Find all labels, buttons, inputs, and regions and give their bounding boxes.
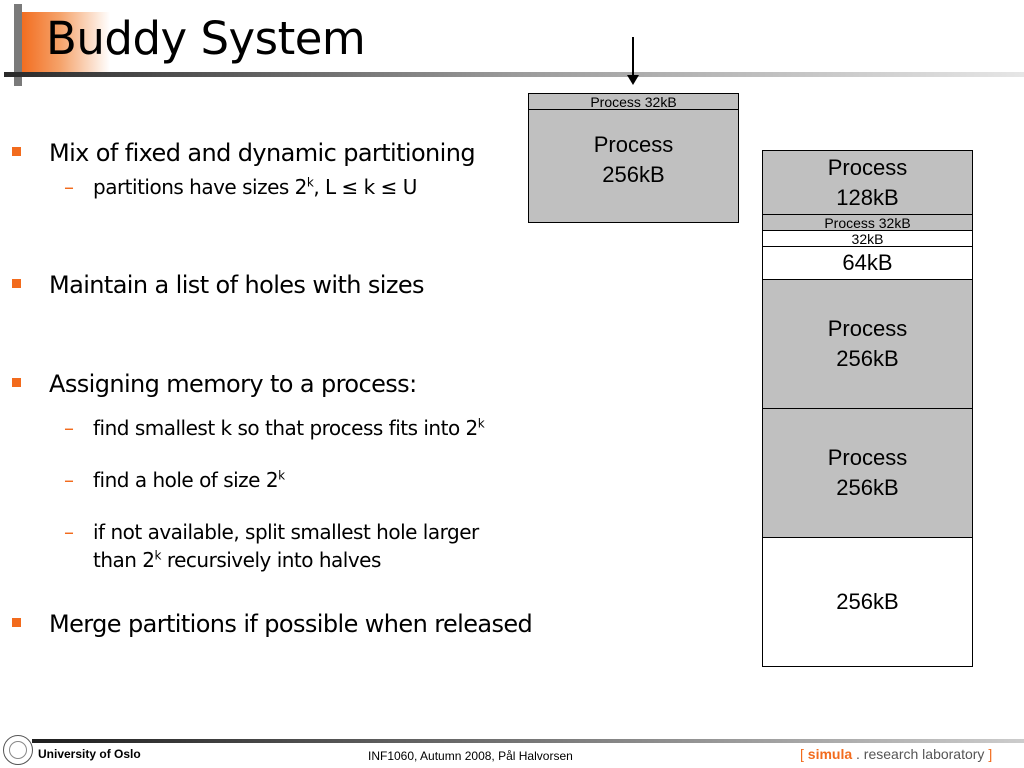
bullet-item: Maintain a list of holes with sizes [12,270,425,300]
sub-bullet-text: find smallest k so that process fits int… [93,416,485,440]
dash-icon: – [64,468,74,492]
arrow-down-icon [627,75,639,85]
arrow-down-line [632,37,634,81]
dash-icon: – [64,520,74,544]
sub-bullet-item: – partitions have sizes 2k, L ≤ k ≤ U [64,173,417,201]
bullet-square-icon [12,618,21,627]
bullet-text: Assigning memory to a process: [49,370,417,398]
memory-block-hole-256kb: 256kB [762,537,973,667]
bullet-text: Maintain a list of holes with sizes [49,271,425,299]
sub-bullet-item: – find a hole of size 2k [64,466,285,494]
memory-block-hole-32kb: 32kB [762,230,973,247]
bullet-square-icon [12,378,21,387]
title-left-bar [14,4,22,86]
sub-bullet-item: – find smallest k so that process fits i… [64,414,485,442]
dash-icon: – [64,416,74,440]
sub-bullet-text: partitions have sizes 2k, L ≤ k ≤ U [93,175,417,199]
incoming-process-header: Process 32kB [528,93,739,110]
page-title: Buddy System [46,12,366,65]
bullet-item: Mix of fixed and dynamic partitioning [12,138,476,168]
dash-icon: – [64,175,74,199]
sub-bullet-text: if not available, split smallest hole la… [93,520,479,572]
simula-logo: [ simula . research laboratory ] [800,746,993,762]
bullet-item: Merge partitions if possible when releas… [12,609,533,639]
bullet-text: Merge partitions if possible when releas… [49,610,533,638]
university-name: University of Oslo [38,747,141,761]
university-seal-icon [3,735,33,765]
title-underline [4,72,1024,77]
bullet-text: Mix of fixed and dynamic partitioning [49,139,476,167]
bullet-square-icon [12,279,21,288]
memory-block-hole-64kb: 64kB [762,246,973,280]
sub-bullet-item: – if not available, split smallest hole … [64,518,479,574]
course-info: INF1060, Autumn 2008, Pål Halvorsen [368,749,573,763]
sub-bullet-text: find a hole of size 2k [93,468,285,492]
bullet-square-icon [12,147,21,156]
memory-block-process-32kb: Process 32kB [762,214,973,231]
title-accent [20,12,110,74]
footer-line [32,739,1024,743]
bullet-item: Assigning memory to a process: [12,369,417,399]
